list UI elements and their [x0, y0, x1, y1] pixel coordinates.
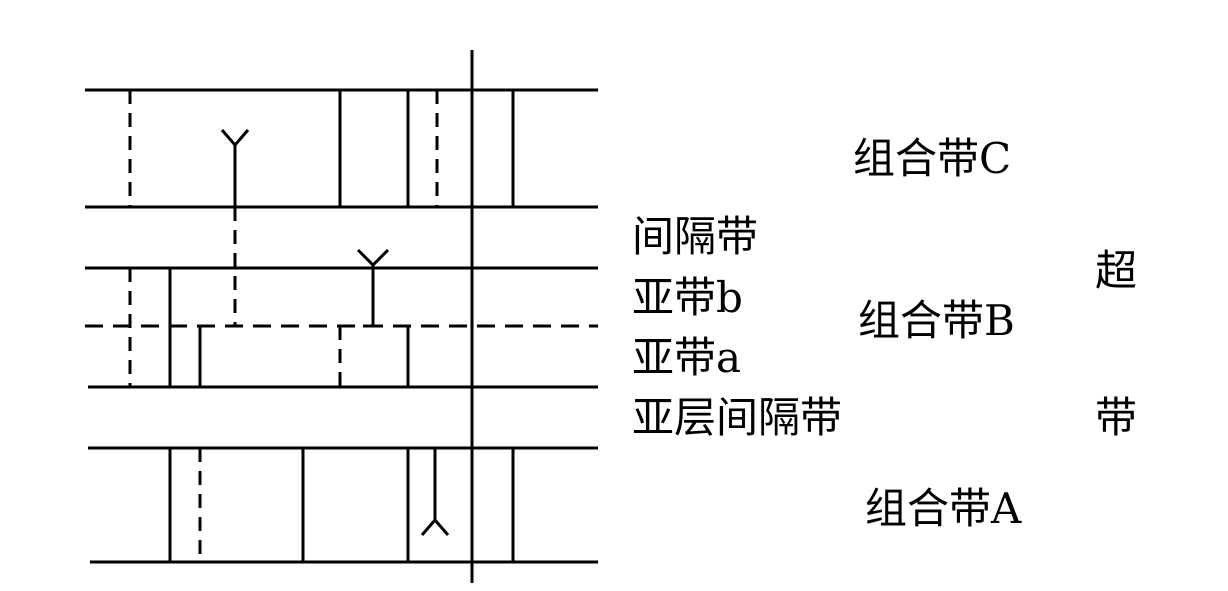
label-interval-band: 间隔带	[632, 212, 759, 261]
first-appearance-y-icon	[220, 129, 250, 148]
label-subband-b: 亚带b	[632, 273, 743, 322]
label-subband-a: 亚带a	[632, 333, 742, 382]
label-sublayer-interval-band: 亚层间隔带	[632, 393, 843, 442]
label-band-b: 组合带B	[858, 296, 1015, 345]
label-band-a: 组合带A	[865, 484, 1022, 533]
label-band-c: 组合带C	[853, 134, 1012, 183]
label-superband-2: 带	[1095, 393, 1138, 442]
last-appearance-inverted-y-icon	[420, 517, 450, 536]
label-superband-1: 超	[1095, 246, 1138, 295]
first-appearance-y-icon	[356, 248, 390, 268]
